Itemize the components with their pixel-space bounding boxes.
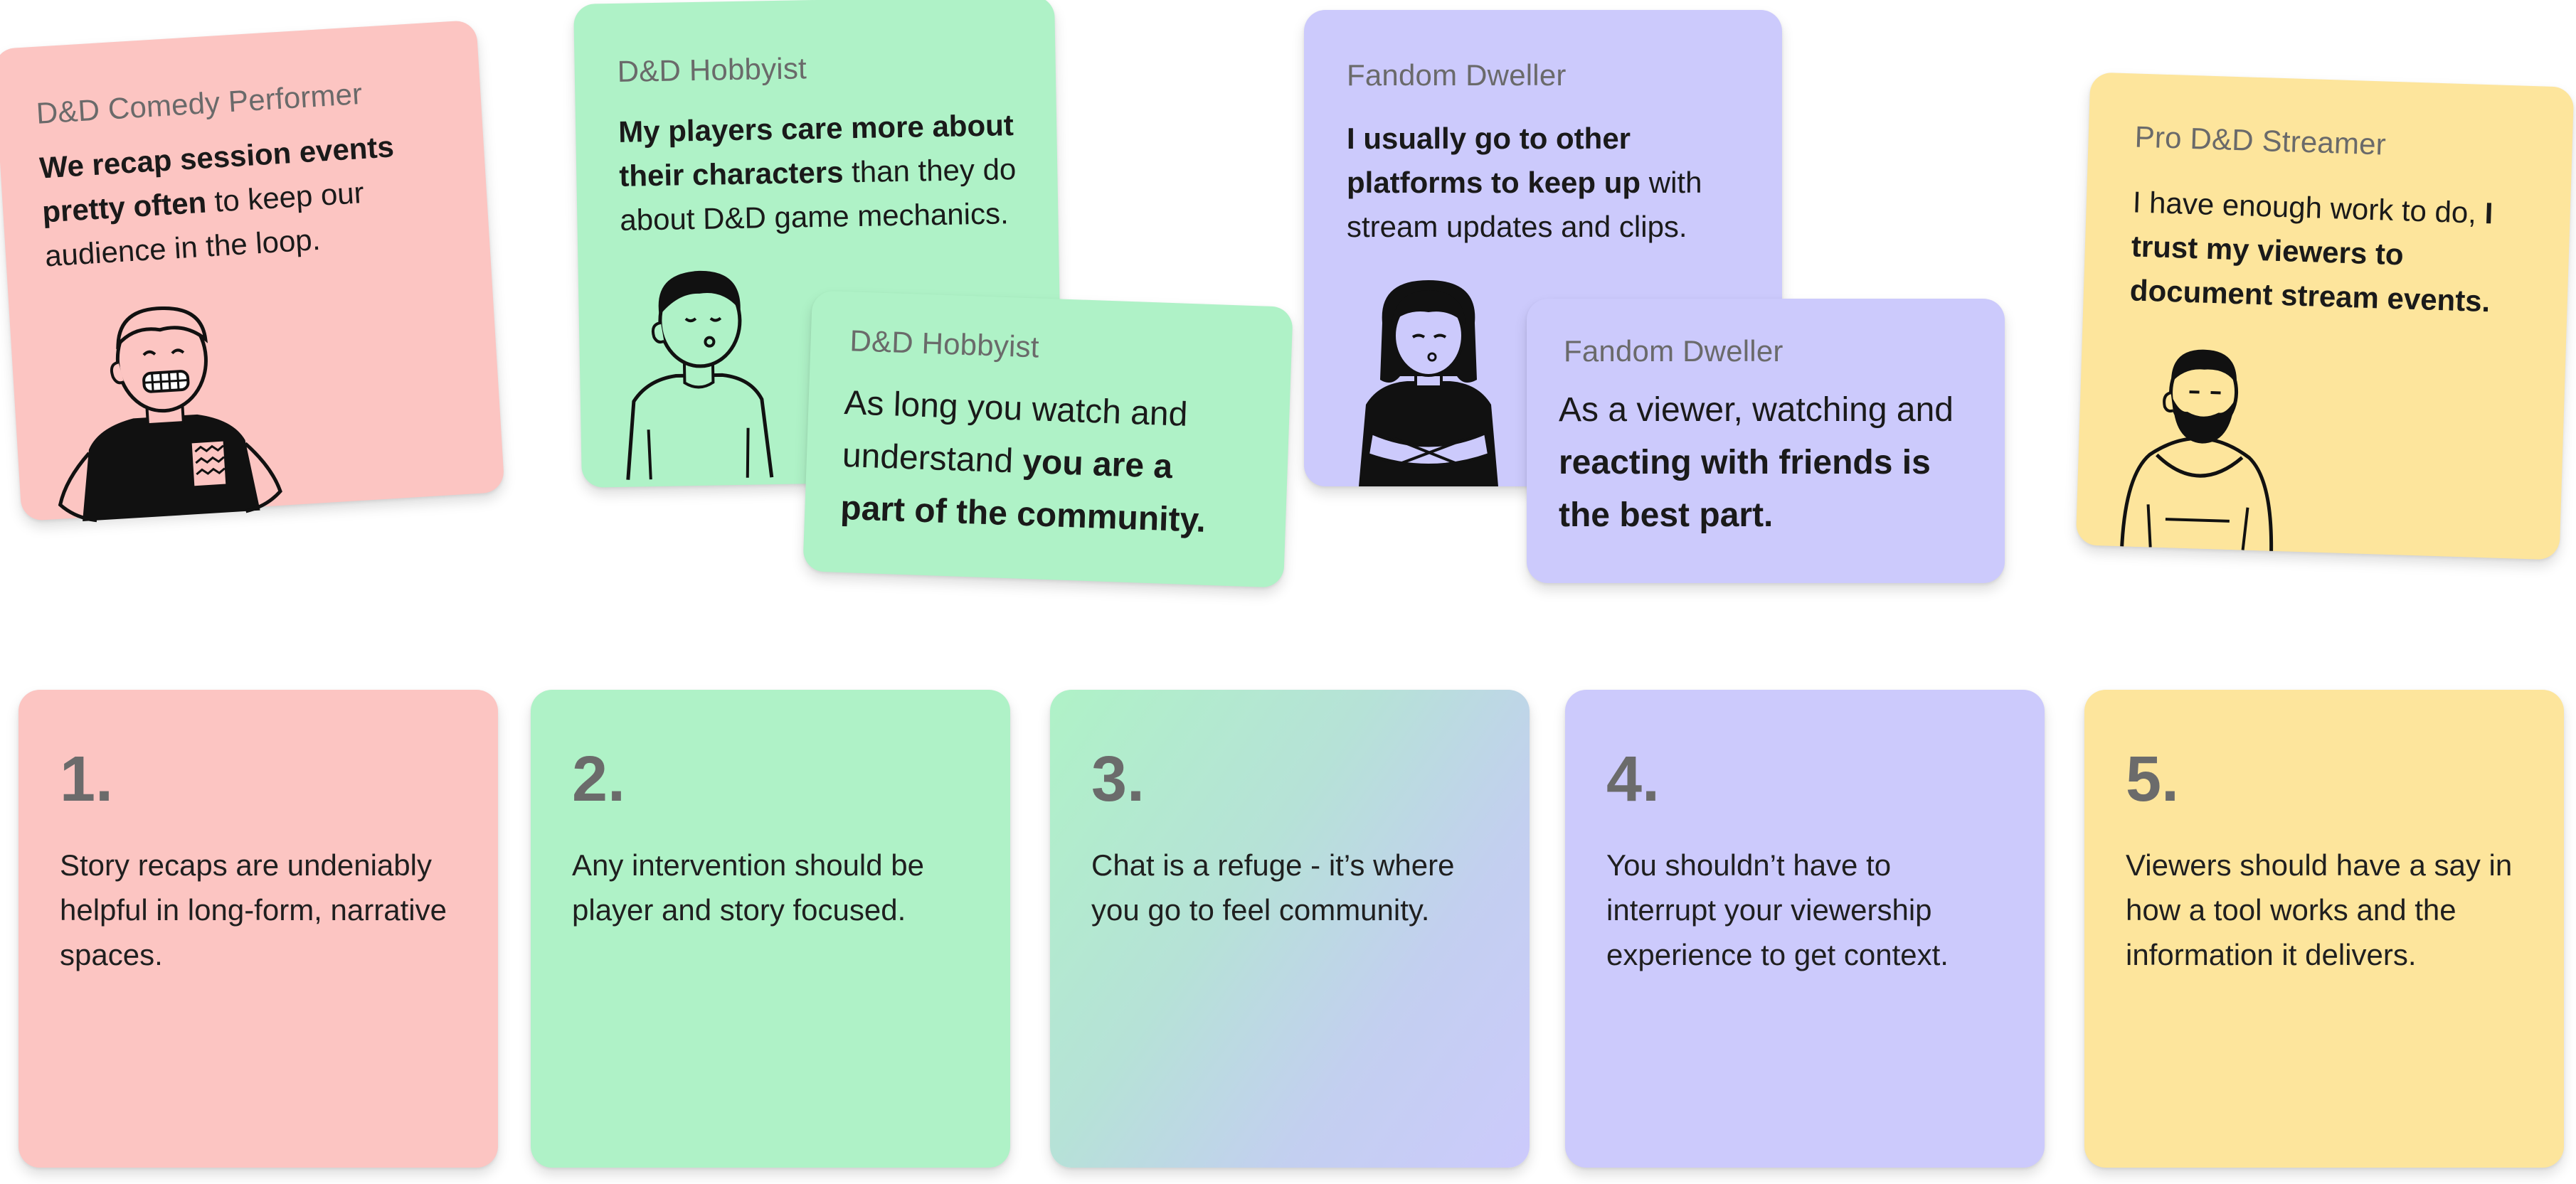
quote-role: D&D Comedy Performer [35, 76, 364, 130]
principle-card-2: 2. Any intervention should be player and… [531, 690, 1010, 1168]
quote-text-bold: reacting with friends is the best part. [1559, 444, 1931, 534]
arms-crossed-woman-icon [1359, 280, 1498, 486]
quote-card-comedy-performer: D&D Comedy Performer We recap session ev… [0, 19, 505, 523]
quote-text: As a viewer, watching and reacting with … [1559, 384, 1971, 542]
quote-role: Fandom Dweller [1347, 58, 1567, 92]
grinning-man-icon [58, 306, 282, 523]
quote-card-hobbyist-2: D&D Hobbyist As long you watch and under… [802, 290, 1293, 588]
quote-card-hobbyist-1: D&D Hobbyist My players care more about … [573, 0, 1063, 488]
principle-text: Any intervention should be player and st… [572, 848, 924, 927]
principle-number: 4. [1606, 744, 1660, 815]
quote-text: I have enough work to do, I trust my vie… [2129, 180, 2532, 324]
smiling-boy-illustration [618, 264, 778, 480]
quote-role: D&D Hobbyist [849, 324, 1040, 364]
quote-text-rest: with stream updates and clips. [1347, 166, 1702, 243]
bearded-man-hoodie-icon [2120, 349, 2274, 551]
grinning-man-illustration [41, 296, 289, 523]
quote-text-bold: I usually go to other platforms to keep … [1347, 122, 1641, 199]
principle-card-3: 3. Chat is a refuge - it’s where you go … [1050, 690, 1530, 1168]
principle-text: Story recaps are undeniably helpful in l… [60, 848, 447, 971]
principle-text: Chat is a refuge - it’s where you go to … [1091, 848, 1455, 927]
quote-text: My players care more about their charact… [618, 103, 1040, 242]
arms-crossed-woman-illustration [1350, 280, 1507, 486]
quote-text: We recap session events pretty often to … [38, 122, 444, 279]
smiling-boy-icon [626, 270, 774, 480]
principle-number: 2. [572, 744, 626, 815]
principle-number: 3. [1091, 744, 1145, 815]
quote-card-pro-streamer: Pro D&D Streamer I have enough work to d… [2075, 72, 2575, 560]
quote-text: I usually go to other platforms to keep … [1347, 117, 1745, 249]
bearded-man-hoodie-illustration [2115, 340, 2285, 551]
principle-card-5: 5. Viewers should have a say in how a to… [2084, 690, 2564, 1168]
quote-role: Fandom Dweller [1564, 334, 1783, 368]
quote-role: Pro D&D Streamer [2134, 119, 2387, 161]
quote-role: D&D Hobbyist [617, 51, 807, 88]
principle-number: 5. [2126, 744, 2180, 815]
principle-number: 1. [60, 744, 114, 815]
quote-text: As long you watch and understand you are… [839, 377, 1243, 548]
principle-card-1: 1. Story recaps are undeniably helpful i… [18, 690, 498, 1168]
quote-text-plain: I have enough work to do, [2132, 185, 2486, 230]
quote-text-plain: As a viewer, watching and [1559, 391, 1954, 429]
principle-text: Viewers should have a say in how a tool … [2126, 848, 2513, 971]
principle-text: You shouldn’t have to interrupt your vie… [1606, 848, 1949, 971]
principle-card-4: 4. You shouldn’t have to interrupt your … [1565, 690, 2045, 1168]
quote-card-fandom-dweller-2: Fandom Dweller As a viewer, watching and… [1527, 299, 2005, 583]
